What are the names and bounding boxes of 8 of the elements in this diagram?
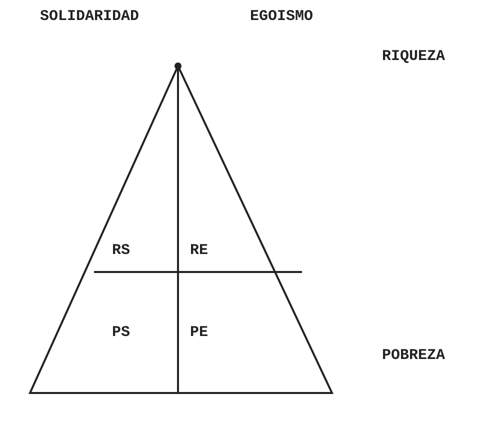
region-label: RS — [112, 242, 130, 259]
level-label: POBREZA — [382, 347, 446, 364]
region-label: PS — [112, 324, 130, 341]
level-label: RIQUEZA — [382, 48, 446, 65]
axis-label: EGOISMO — [250, 8, 314, 25]
region-label: RE — [190, 242, 208, 259]
region-label: PE — [190, 324, 208, 341]
axis-label: SOLIDARIDAD — [40, 8, 140, 25]
